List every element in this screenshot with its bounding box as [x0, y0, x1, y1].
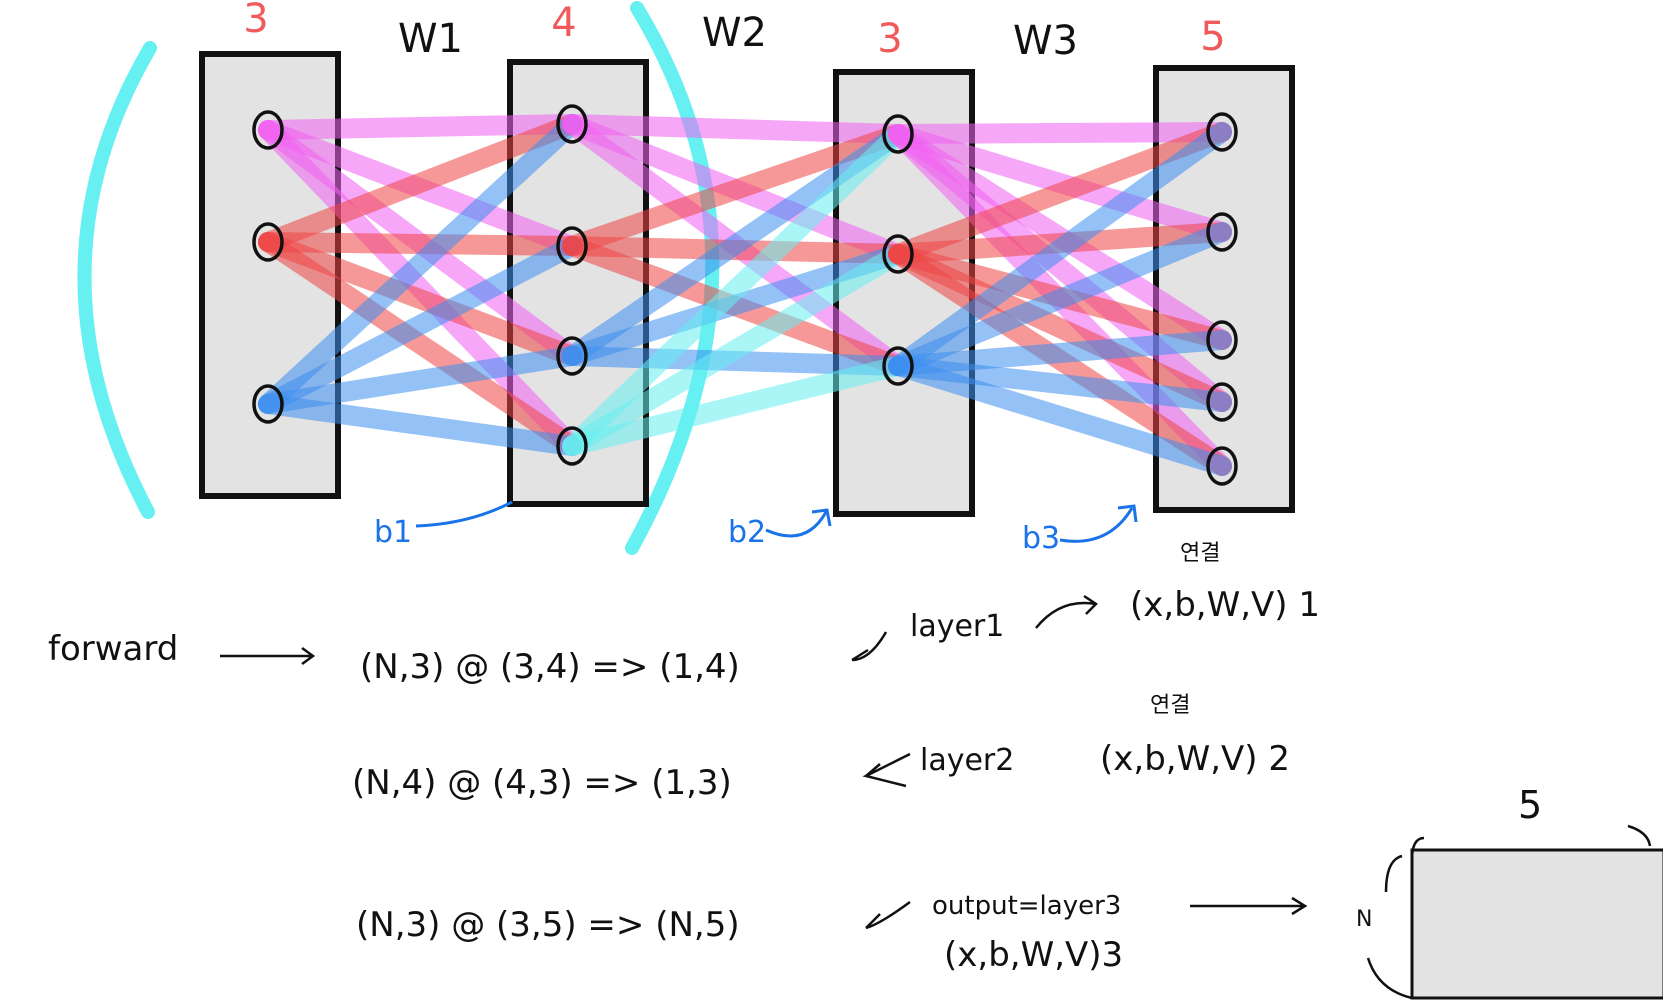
arrow-layer1-tuple	[1035, 594, 1098, 629]
weight-label-w3: W3	[1013, 18, 1078, 64]
layer-size-hidden1: 4	[551, 0, 576, 46]
bias-arrow-b1	[415, 500, 513, 528]
neuron-l2-2	[882, 346, 914, 386]
forward-arrow	[220, 646, 316, 666]
neuron-l1-0	[556, 104, 588, 144]
connection-l1-0-3	[258, 120, 582, 456]
neuron-l1-1	[556, 226, 588, 266]
connection-l3-2-1	[888, 222, 1232, 376]
connection-l1-2-0	[258, 114, 582, 414]
connection-l3-2-3	[888, 356, 1232, 412]
connection-l2-1-0	[562, 124, 908, 256]
connection-l3-1-0	[888, 122, 1232, 264]
neuron-l2-1	[882, 234, 914, 274]
connection-l3-2-4	[888, 356, 1232, 476]
connection-l1-2-1	[258, 236, 582, 414]
output-matrix-rows: N	[1356, 907, 1372, 932]
equation-1: (N,3) @ (3,4) => (1,4)	[360, 647, 740, 687]
neuron-l0-0	[252, 110, 284, 150]
neuron-nodes	[252, 104, 1238, 486]
note-1: 연결	[1180, 541, 1220, 566]
layer-label-2: layer2	[920, 743, 1014, 778]
connection-l2-0-0	[562, 114, 908, 144]
tuple-3: (x,b,W,V)3	[944, 935, 1123, 975]
output-matrix	[1410, 848, 1663, 1000]
layer-size-hidden2: 3	[877, 16, 902, 62]
neuron-l3-3	[1206, 382, 1238, 422]
weight-label-w2: W2	[702, 10, 767, 56]
layer-size-input: 3	[243, 0, 268, 42]
connection-l1-1-1	[258, 232, 582, 256]
neuron-l3-2	[1206, 320, 1238, 360]
connection-l2-3-2	[562, 356, 908, 456]
connection-l1-1-0	[258, 114, 582, 252]
output-matrix-cols: 5	[1518, 783, 1542, 827]
bias-label-b1: b1	[374, 515, 412, 550]
connection-l1-1-2	[258, 232, 582, 366]
connection-lines	[258, 114, 1232, 476]
layer-label-3: output=layer3	[932, 891, 1121, 921]
arrow-eq1-layer	[851, 631, 888, 662]
connection-l3-0-0	[888, 122, 1232, 144]
bias-label-b3: b3	[1022, 521, 1060, 556]
neuron-l3-4	[1206, 446, 1238, 486]
connection-l1-0-0	[258, 114, 582, 140]
neuron-l1-3	[556, 426, 588, 466]
tuple-1: (x,b,W,V) 1	[1130, 585, 1320, 625]
connection-l1-1-3	[258, 232, 582, 456]
neuron-l3-0	[1206, 112, 1238, 152]
neuron-l1-2	[556, 336, 588, 376]
layer-size-output: 5	[1200, 14, 1225, 60]
output-matrix-top-brace	[1410, 824, 1652, 861]
connection-l2-2-1	[562, 244, 908, 366]
tuple-2: (x,b,W,V) 2	[1100, 739, 1290, 779]
connection-l3-2-2	[888, 330, 1232, 376]
connection-l2-2-0	[562, 124, 908, 366]
bias-label-b2: b2	[728, 515, 766, 550]
connection-l2-3-1	[562, 244, 908, 456]
equation-3: (N,3) @ (3,5) => (N,5)	[356, 905, 740, 945]
neuron-l0-2	[252, 384, 284, 424]
left-paren-arc	[77, 41, 157, 519]
neuron-l2-0	[882, 114, 914, 154]
equation-2: (N,4) @ (4,3) => (1,3)	[352, 763, 732, 803]
arrow-eq2-layer	[862, 752, 911, 788]
bias-arrow-b3	[1059, 504, 1138, 543]
forward-label: forward	[48, 629, 178, 669]
output-matrix-left-brace	[1366, 854, 1413, 1000]
connection-l2-3-0	[562, 124, 908, 456]
neuron-l0-1	[252, 222, 284, 262]
connection-l3-2-0	[888, 122, 1232, 376]
arrow-to-output-matrix	[1190, 896, 1308, 916]
connection-l1-2-3	[258, 394, 582, 456]
note-2: 연결	[1150, 693, 1190, 718]
weight-label-w1: W1	[398, 16, 463, 62]
bias-arrow-b2	[765, 508, 832, 538]
layer-label-1: layer1	[910, 609, 1004, 644]
arrow-eq3-layer	[865, 900, 911, 930]
connection-l1-2-2	[258, 346, 582, 414]
neuron-l3-1	[1206, 212, 1238, 252]
